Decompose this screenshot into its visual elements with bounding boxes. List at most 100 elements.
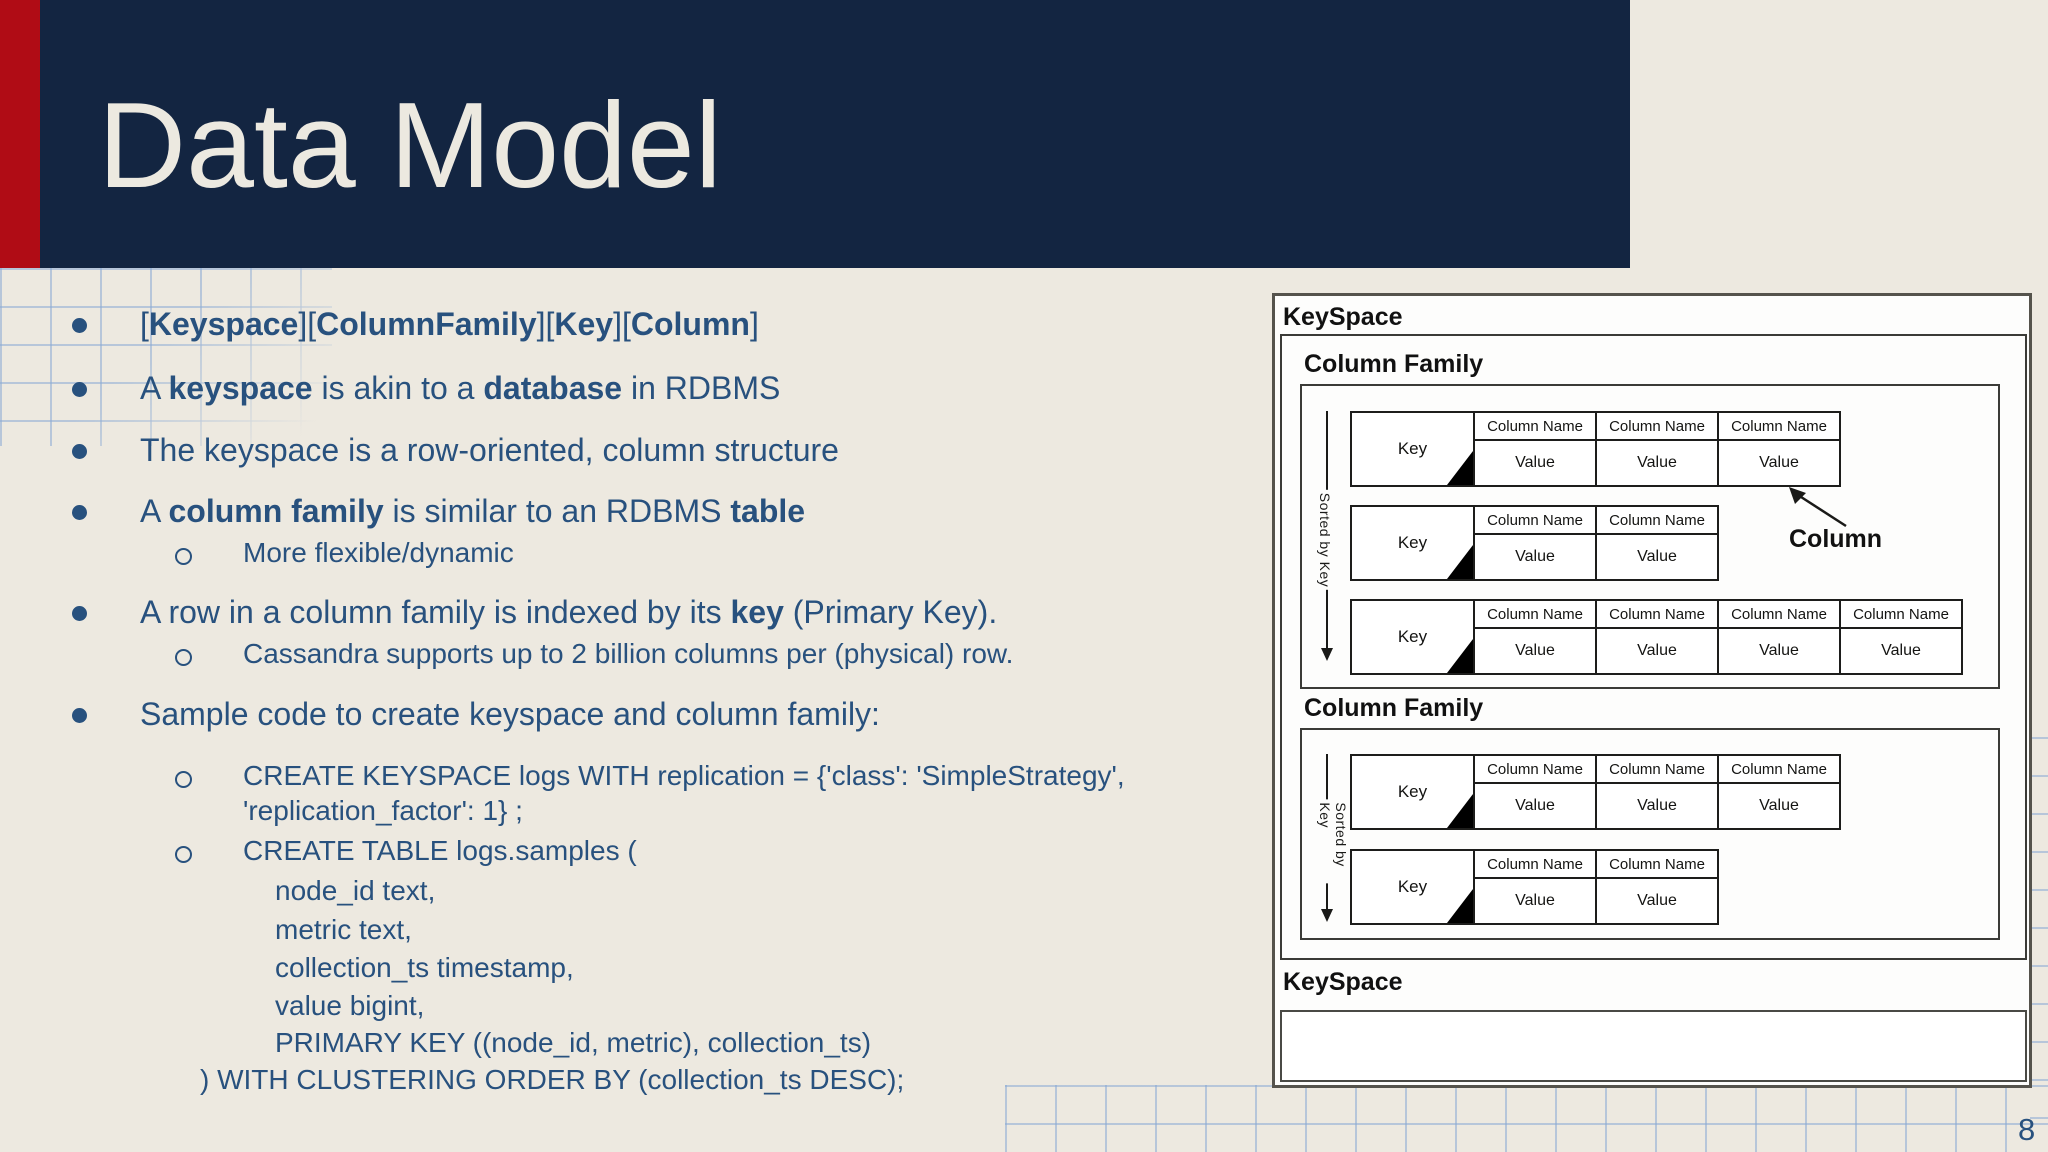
key-triangle-icon — [1447, 889, 1473, 923]
key-triangle-icon — [1447, 794, 1473, 828]
sub-bullet-marker — [175, 548, 192, 565]
column-value-label: Value — [1881, 642, 1921, 659]
list-item-line: A column family is similar to an RDBMS t… — [140, 493, 806, 529]
column-name-label: Column Name — [1841, 601, 1961, 629]
column-value-label: Value — [1759, 642, 1799, 659]
sub-bullet-marker — [175, 846, 192, 863]
column-value-label: Value — [1637, 892, 1677, 909]
sorted-by-key-label: Sorted by Key — [1317, 489, 1333, 591]
column-family-label: Column Family — [1304, 694, 1484, 722]
bullet-marker — [72, 318, 87, 333]
key-cell: Key — [1350, 849, 1475, 925]
keyspace-label-top: KeySpace — [1283, 303, 1403, 331]
key-cell: Key — [1350, 599, 1475, 675]
key-cell-label: Key — [1397, 782, 1428, 801]
keyspace-label-bottom: KeySpace — [1283, 968, 1403, 996]
list-item-line: CREATE KEYSPACE logs WITH replication = … — [243, 760, 1125, 791]
bullet-marker — [72, 708, 87, 723]
column-annotation-label: Column — [1789, 525, 1883, 553]
list-item-line: CREATE TABLE logs.samples ( — [243, 835, 637, 866]
key-cell: Key — [1350, 754, 1475, 830]
page-title: Data Model — [98, 77, 722, 213]
list-item-line: 'replication_factor': 1} ; — [243, 795, 523, 826]
list-item-line: [Keyspace][ColumnFamily][Key][Column] — [140, 306, 759, 342]
column-name-label: Column Name — [1597, 601, 1717, 629]
list-item-line: A row in a column family is indexed by i… — [140, 594, 998, 630]
page-number: 8 — [2018, 1112, 2036, 1147]
sub-bullet-marker — [175, 771, 192, 788]
column-value-label: Value — [1515, 548, 1555, 565]
list-item-line: ) WITH CLUSTERING ORDER BY (collection_t… — [200, 1064, 905, 1095]
column-value-label: Value — [1637, 642, 1677, 659]
column-value-label: Value — [1515, 892, 1555, 909]
column-name-label: Column Name — [1719, 413, 1839, 441]
bullet-marker — [72, 444, 87, 459]
column-value-label: Value — [1637, 454, 1677, 471]
slide-header: Data Model — [40, 0, 1630, 268]
key-cell: Key — [1350, 505, 1475, 581]
key-cell: Key — [1350, 411, 1475, 487]
column-pointer-arrow-icon — [1789, 487, 1847, 528]
key-triangle-icon — [1447, 639, 1473, 673]
grid-decoration-right — [2030, 737, 2048, 1152]
column-name-label: Column Name — [1597, 851, 1717, 879]
list-item-line: More flexible/dynamic — [243, 537, 514, 568]
column-value-label: Value — [1515, 797, 1555, 814]
key-cell-label: Key — [1397, 533, 1428, 552]
key-triangle-icon — [1447, 451, 1473, 485]
column-value-label: Value — [1759, 797, 1799, 814]
key-cell-label: Key — [1397, 439, 1428, 458]
sorted-by-key-label: Sorted by Key — [1317, 799, 1349, 884]
sub-bullet-marker — [175, 649, 192, 666]
column-name-label: Column Name — [1597, 756, 1717, 784]
column-family-label: Column Family — [1304, 350, 1484, 378]
column-name-label: Column Name — [1475, 413, 1595, 441]
key-cell-label: Key — [1397, 877, 1428, 896]
list-item-line: node_id text, — [275, 875, 436, 906]
column-value-label: Value — [1637, 797, 1677, 814]
column-name-label: Column Name — [1475, 507, 1595, 535]
bullet-marker — [72, 382, 87, 397]
column-name-label: Column Name — [1475, 601, 1595, 629]
arrow-down-icon — [1321, 648, 1333, 661]
list-item-line: A keyspace is akin to a database in RDBM… — [140, 370, 781, 406]
list-item-line: metric text, — [275, 914, 412, 945]
column-name-label: Column Name — [1597, 507, 1717, 535]
accent-red-stripe — [0, 0, 40, 268]
sorted-by-key-arrow: Sorted by Key — [1314, 754, 1349, 922]
column-name-label: Column Name — [1719, 601, 1839, 629]
column-value-label: Value — [1637, 548, 1677, 565]
key-triangle-icon — [1447, 545, 1473, 579]
list-item-line: value bigint, — [275, 990, 425, 1021]
keyspace-empty-box — [1280, 1010, 2027, 1082]
list-item-line: PRIMARY KEY ((node_id, metric), collecti… — [275, 1027, 872, 1058]
sorted-by-key-arrow: Sorted by Key — [1314, 411, 1340, 661]
column-name-label: Column Name — [1719, 756, 1839, 784]
key-cell-label: Key — [1397, 627, 1428, 646]
column-name-label: Column Name — [1597, 413, 1717, 441]
bullet-list: [Keyspace][ColumnFamily][Key][Column] A k… — [72, 306, 1125, 1095]
bullet-marker — [72, 505, 87, 520]
arrow-down-icon — [1321, 909, 1333, 922]
column-value-label: Value — [1515, 454, 1555, 471]
